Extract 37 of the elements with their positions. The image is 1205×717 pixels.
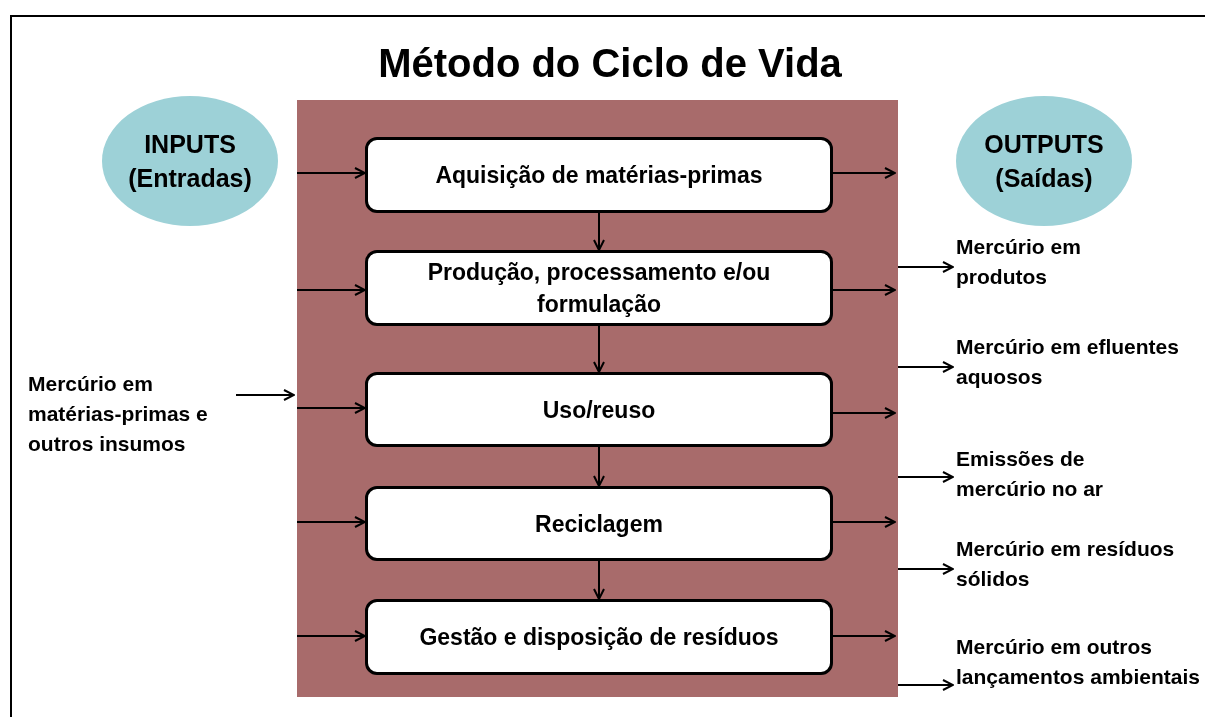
ellipse-label: (Saídas) [995,163,1093,194]
flow-text: Emissões de mercúrio no ar [956,440,1156,508]
arrow [832,516,896,528]
process-box: Aquisição de matérias-primas [365,137,833,213]
arrow [593,212,605,251]
process-box: Uso/reuso [365,372,833,447]
arrow [296,284,366,296]
arrow [593,446,605,487]
arrow [296,516,366,528]
arrow [897,261,954,273]
stage-panel [297,100,898,697]
arrow [897,679,954,691]
arrow [296,630,366,642]
flow-text: Mercúrio em resíduos sólidos [956,530,1196,598]
process-box: Reciclagem [365,486,833,561]
diagram-title: Método do Ciclo de Vida [377,40,843,87]
process-box: Produção, processamento e/ou formulação [365,250,833,326]
arrow [832,167,896,179]
arrow [897,563,954,575]
arrow [235,389,295,401]
process-box: Gestão e disposição de resíduos [365,599,833,675]
arrow [832,630,896,642]
flow-text: Mercúrio em produtos [956,228,1156,296]
arrow [897,471,954,483]
flow-text: Mercúrio em efluentes aquosos [956,328,1196,396]
arrow [296,402,366,414]
flow-text: Mercúrio em matérias-primas e outros insumos [28,362,236,466]
arrow [832,407,896,419]
arrow [832,284,896,296]
ellipse-label: OUTPUTS [984,129,1104,160]
arrow [296,167,366,179]
arrow [593,560,605,600]
ellipse-label: INPUTS [144,129,236,160]
ellipse-label: (Entradas) [128,163,252,194]
arrow [897,361,954,373]
arrow [593,325,605,373]
flow-text: Mercúrio em outros lançamentos ambientais [956,612,1201,712]
